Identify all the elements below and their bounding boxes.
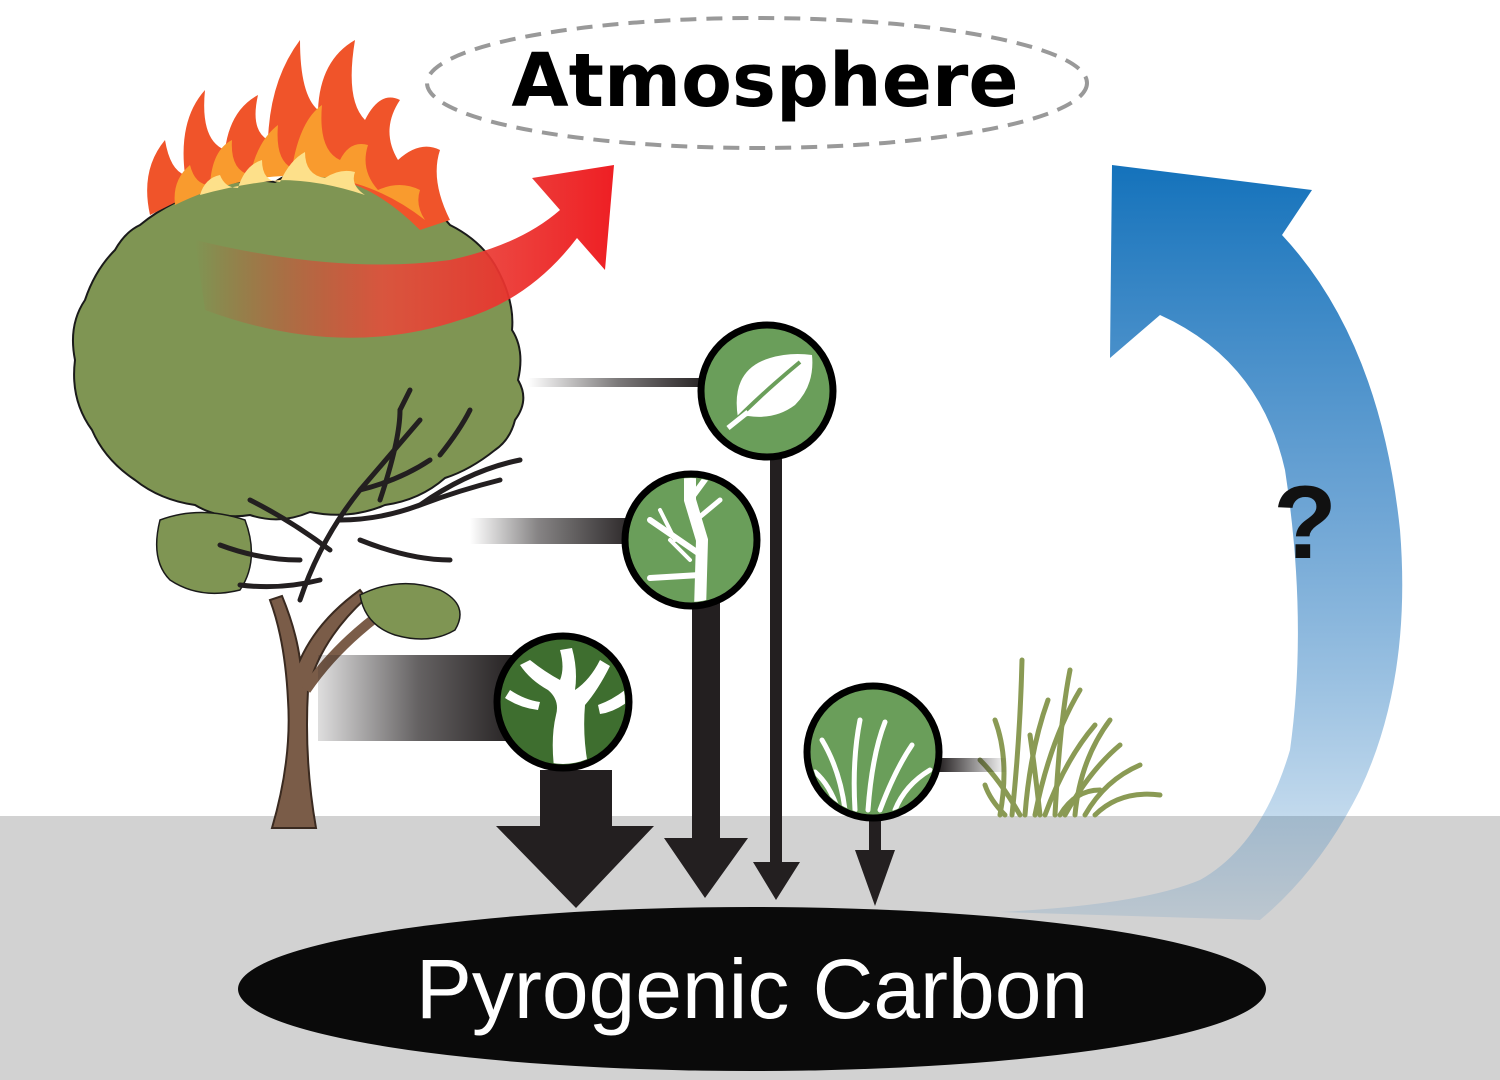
unknown-flux-label: ? [1273,465,1337,581]
stem-source [493,632,633,772]
leaf-flux-arrow [753,450,800,900]
twig-connector [470,518,640,544]
tree-branches [217,387,523,603]
tree-canopy [72,166,525,640]
stem-icon [505,648,625,764]
twig-flux-arrow [664,600,748,898]
leaf-connector [528,378,708,387]
twig-icon [647,478,723,602]
emission-arrow [195,165,614,338]
stem-flux-arrow [496,770,654,908]
grass-connector [938,758,1008,772]
return-arrow [1000,165,1403,920]
grass-icon [812,717,933,813]
leaf-source [697,321,837,461]
pyrogenic-carbon-ellipse [238,907,1266,1071]
flames [147,40,450,230]
grass-clump [977,657,1163,818]
grass-flux-arrow [855,808,895,906]
atmosphere-ellipse [425,16,1089,150]
grass-source [803,682,943,822]
stem-connector [318,655,518,741]
atmosphere-label: Atmosphere [511,38,1018,124]
leaf-icon [724,354,813,432]
twig-source [621,470,761,610]
flux-arrows [496,450,895,908]
pyrogenic-carbon-label: Pyrogenic Carbon [416,942,1088,1036]
